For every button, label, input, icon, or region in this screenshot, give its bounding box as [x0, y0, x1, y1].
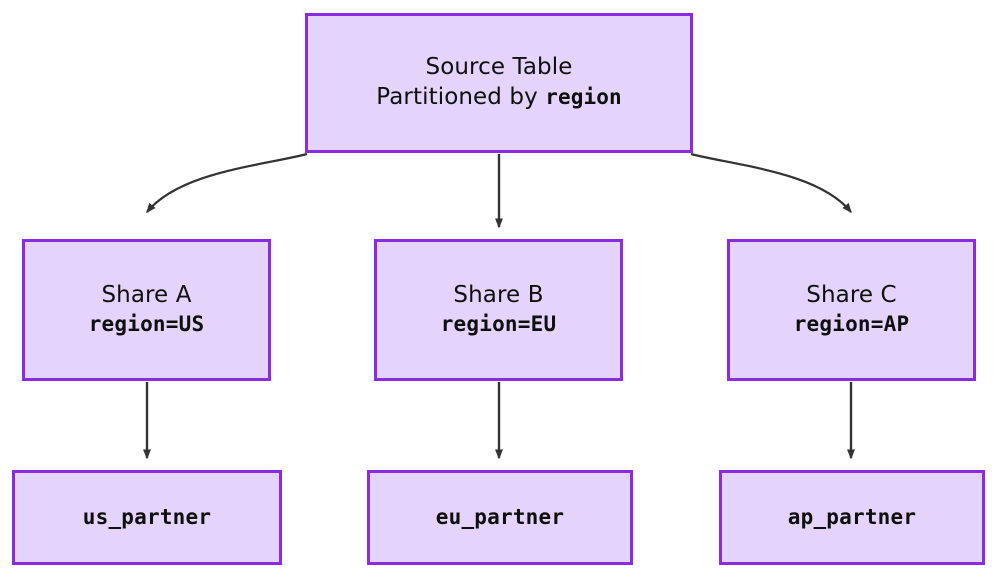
share-a-filter: region=US — [88, 312, 205, 337]
node-partner-ap[interactable]: ap_partner — [719, 470, 985, 565]
source-table-subtitle-prefix: Partitioned by — [376, 84, 546, 110]
source-table-title: Source Table — [425, 54, 573, 81]
source-table-partition-key: region — [545, 85, 622, 109]
edge-source-to-share-c — [690, 152, 852, 214]
node-share-b[interactable]: Share B region=EU — [374, 239, 623, 381]
source-table-subtitle: Partitioned by region — [376, 83, 621, 113]
share-c-filter: region=AP — [793, 312, 910, 337]
share-b-filter: region=EU — [440, 312, 557, 337]
share-c-title: Share C — [806, 282, 897, 309]
node-partner-eu[interactable]: eu_partner — [367, 470, 633, 565]
share-a-title: Share A — [101, 282, 192, 309]
node-source-table[interactable]: Source Table Partitioned by region — [305, 13, 693, 153]
node-share-a[interactable]: Share A region=US — [22, 239, 271, 381]
node-partner-us[interactable]: us_partner — [12, 470, 282, 565]
share-b-title: Share B — [453, 282, 544, 309]
partner-us-label: us_partner — [82, 504, 212, 529]
partner-ap-label: ap_partner — [787, 504, 917, 529]
edge-source-to-share-a — [146, 152, 308, 214]
partner-eu-label: eu_partner — [435, 504, 565, 529]
node-share-c[interactable]: Share C region=AP — [727, 239, 976, 381]
